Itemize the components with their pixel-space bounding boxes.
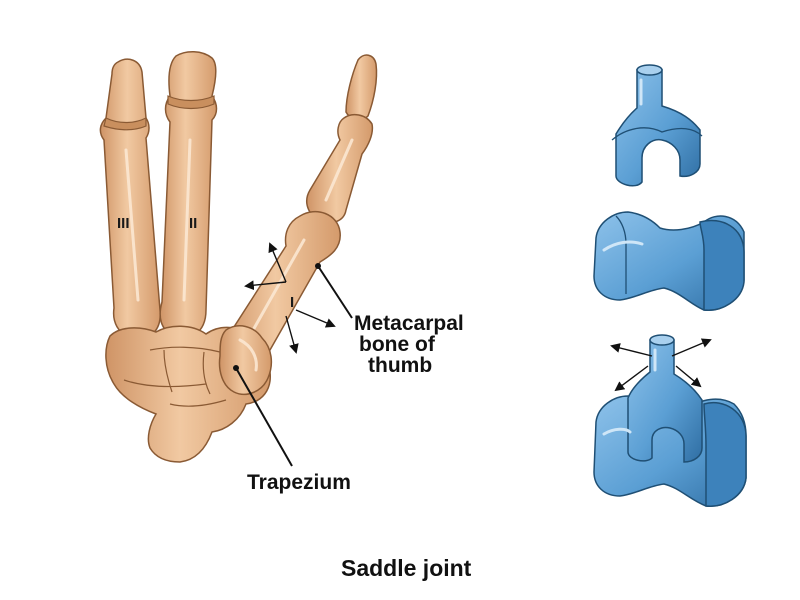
digit-i-label: I <box>290 294 294 311</box>
carpal-bones <box>105 325 273 463</box>
saddle-base-block <box>593 211 745 311</box>
metacarpal-leader <box>315 263 353 319</box>
assembled-saddle-joint <box>593 334 747 507</box>
metacarpal-label-line2: bone of <box>359 333 436 356</box>
trapezium-leader <box>233 365 293 467</box>
metacarpal-label-line3: thumb <box>368 354 432 377</box>
digit-ii-label: II <box>189 215 197 232</box>
figure-caption: Saddle joint <box>341 555 472 581</box>
saddle-joint-model <box>593 64 747 507</box>
upper-saddle-piece <box>611 64 703 187</box>
metacarpal-label-line1: Metacarpal <box>354 312 464 335</box>
digit-iii-bone <box>99 58 161 340</box>
saddle-movement-arrows-icon <box>610 338 712 392</box>
trapezium-label: Trapezium <box>247 471 351 494</box>
digit-iii-label: III <box>117 215 130 232</box>
thumb-movement-arrows-icon <box>244 242 336 354</box>
hand-bones-illustration: III II I <box>99 51 378 467</box>
digit-ii-bone <box>159 51 218 339</box>
